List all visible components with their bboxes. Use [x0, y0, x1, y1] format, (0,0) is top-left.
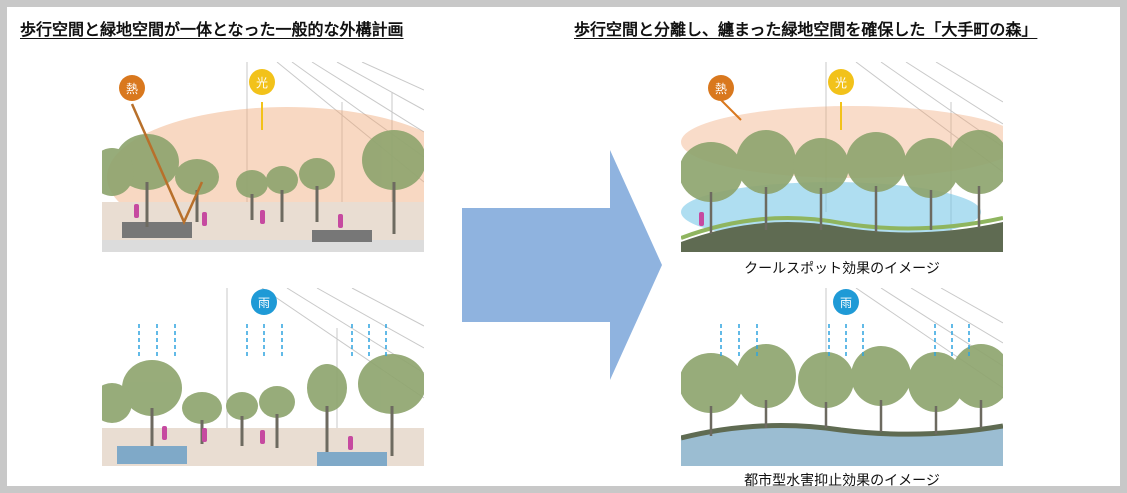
- planter: [122, 222, 192, 238]
- retention: [117, 446, 187, 464]
- tree-trunks: [145, 182, 396, 234]
- heat-badge: [708, 75, 734, 101]
- rain-badge: [833, 289, 859, 315]
- panel-conventional-heat: 熱 光: [102, 62, 424, 252]
- planter: [312, 230, 372, 242]
- light-badge-label: 光: [256, 76, 268, 90]
- heat-badge: [119, 75, 145, 101]
- rain-arrows: [138, 324, 387, 356]
- heat-badge-label: 熱: [715, 82, 727, 96]
- people: [134, 204, 343, 228]
- rain-badge-label: 雨: [258, 296, 270, 310]
- light-badge: [249, 69, 275, 95]
- heat-badge-label: 熱: [126, 82, 138, 96]
- retention: [317, 452, 387, 466]
- panel-conventional-rain: 雨: [102, 288, 424, 466]
- panel-otemachi-cool: 熱 光: [681, 62, 1003, 252]
- comparison-arrow: [462, 150, 662, 380]
- rain-badge: [251, 289, 277, 315]
- panel-otemachi-rain: 雨: [681, 288, 1003, 466]
- flood-caption: 都市型水害抑止効果のイメージ: [744, 473, 940, 489]
- heat-rays: [130, 103, 204, 226]
- light-badge: [828, 69, 854, 95]
- rain-arrows: [720, 324, 970, 356]
- light-badge-label: 光: [835, 76, 847, 90]
- right-heading: 歩行空間と分離し、纏まった緑地空間を確保した「大手町の森」: [574, 20, 1038, 39]
- rain-badge-label: 雨: [840, 296, 852, 310]
- cool-spot-caption: クールスポット効果のイメージ: [744, 261, 940, 277]
- left-heading: 歩行空間と緑地空間が一体となった一般的な外構計画: [20, 20, 404, 39]
